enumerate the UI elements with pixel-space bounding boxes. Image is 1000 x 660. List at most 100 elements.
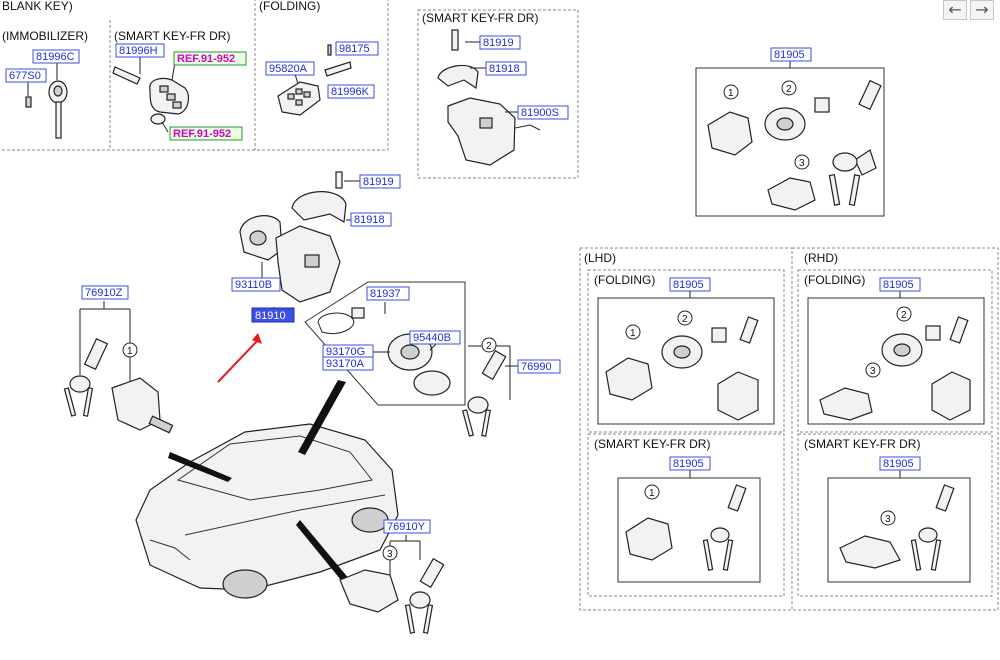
part-label-81905-lhd-folding[interactable]: 81905 bbox=[669, 277, 711, 292]
part-label-81919[interactable]: 81919 bbox=[359, 174, 401, 189]
part-label-81905-top[interactable]: 81905 bbox=[770, 47, 812, 62]
smart-key-fob-drawing bbox=[112, 66, 190, 125]
lhd-folding-box bbox=[597, 297, 775, 425]
key-set-76990-drawing bbox=[461, 349, 507, 437]
part-label-76910y[interactable]: 76910Y bbox=[383, 519, 431, 534]
header-smart-key-right: (SMART KEY-FR DR) bbox=[422, 11, 538, 25]
header-smart-key-top: (SMART KEY-FR DR) bbox=[114, 29, 230, 43]
smart-key-lock-drawing bbox=[437, 29, 541, 166]
part-label-93170a[interactable]: 93170A bbox=[322, 356, 374, 371]
set-81905-drawing bbox=[707, 79, 882, 211]
callout-3-rhd-folding: 3 bbox=[870, 366, 876, 377]
svg-text:81905: 81905 bbox=[774, 49, 805, 61]
lhd-smart-box bbox=[617, 477, 761, 583]
lhd-smart-frame bbox=[587, 433, 785, 597]
svg-text:95440B: 95440B bbox=[413, 332, 451, 344]
part-label-93110b[interactable]: 93110B bbox=[231, 277, 281, 292]
header-lhd-smart: (SMART KEY-FR DR) bbox=[594, 437, 710, 451]
part-label-76910z[interactable]: 76910Z bbox=[81, 285, 129, 300]
forward-arrow-button[interactable]: → bbox=[970, 0, 994, 20]
rhd-smart-box bbox=[827, 477, 971, 583]
pointer-to-rear-lock bbox=[296, 520, 350, 585]
door-lock-left-drawing bbox=[63, 337, 174, 434]
part-label-81918[interactable]: 81918 bbox=[350, 212, 392, 227]
part-label-81910-selected[interactable]: 81910 bbox=[251, 307, 295, 323]
part-label-95820a[interactable]: 95820A bbox=[265, 61, 315, 76]
pointer-to-door bbox=[168, 452, 232, 482]
svg-text:81919: 81919 bbox=[483, 37, 514, 49]
antenna-group-frame bbox=[304, 281, 466, 406]
ignition-switch-drawing bbox=[239, 171, 347, 303]
svg-text:98175: 98175 bbox=[339, 43, 370, 55]
lhd-folding-drawing bbox=[605, 316, 759, 421]
lhd-smart-drawing bbox=[625, 484, 747, 571]
part-label-76990[interactable]: 76990 bbox=[517, 359, 561, 374]
folding-key-drawing bbox=[277, 44, 352, 116]
ref-label-91-952-lower[interactable]: REF.91-952 bbox=[169, 126, 243, 141]
svg-text:677S0: 677S0 bbox=[9, 70, 41, 82]
svg-text:81905: 81905 bbox=[673, 458, 704, 470]
part-label-81905-rhd-folding[interactable]: 81905 bbox=[879, 277, 921, 292]
callout-2-rhd-folding: 2 bbox=[901, 310, 907, 321]
svg-text:81937: 81937 bbox=[370, 288, 401, 300]
svg-text:95820A: 95820A bbox=[269, 63, 308, 75]
part-label-677s0[interactable]: 677S0 bbox=[5, 68, 47, 83]
svg-text:76910Z: 76910Z bbox=[85, 287, 123, 299]
svg-text:93110B: 93110B bbox=[235, 279, 272, 291]
header-rhd-folding: (FOLDING) bbox=[804, 273, 865, 287]
ref-label-91-952-upper[interactable]: REF.91-952 bbox=[173, 51, 247, 66]
svg-text:81996H: 81996H bbox=[119, 45, 158, 57]
part-label-81905-lhd-smart[interactable]: 81905 bbox=[669, 456, 711, 471]
blank-key-drawing bbox=[25, 80, 68, 139]
red-indicator-arrow bbox=[217, 339, 259, 383]
part-label-81996k[interactable]: 81996K bbox=[327, 84, 375, 99]
rhd-folding-box bbox=[807, 297, 985, 425]
lhd-folding-frame bbox=[587, 269, 785, 433]
callout-3-top-right: 3 bbox=[799, 158, 805, 169]
callout-1-top-right: 1 bbox=[728, 88, 734, 99]
svg-text:76910Y: 76910Y bbox=[387, 521, 426, 533]
part-label-95440b[interactable]: 95440B bbox=[409, 330, 461, 345]
pointer-to-ignition bbox=[298, 380, 346, 455]
svg-text:81905: 81905 bbox=[673, 279, 704, 291]
callout-2-lhd-folding: 2 bbox=[682, 314, 688, 325]
part-label-81919-top[interactable]: 81919 bbox=[479, 35, 521, 50]
smart-key-assembly-frame bbox=[417, 9, 579, 179]
svg-text:93170G: 93170G bbox=[326, 346, 365, 358]
svg-text:76990: 76990 bbox=[521, 361, 552, 373]
part-label-81996h[interactable]: 81996H bbox=[115, 43, 165, 58]
callout-3-rhd-smart: 3 bbox=[885, 514, 891, 525]
svg-text:81996K: 81996K bbox=[331, 86, 370, 98]
key-panel-frame bbox=[0, 0, 389, 151]
header-rhd-smart: (SMART KEY-FR DR) bbox=[804, 437, 920, 451]
rhd-folding-drawing bbox=[819, 316, 971, 421]
svg-text:81910: 81910 bbox=[255, 310, 286, 322]
svg-text:81905: 81905 bbox=[883, 279, 914, 291]
rhd-frame bbox=[791, 247, 999, 611]
header-blank-key: BLANK KEY) bbox=[2, 0, 73, 13]
svg-text:81996C: 81996C bbox=[36, 51, 75, 63]
svg-text:REF.91-952: REF.91-952 bbox=[177, 53, 235, 65]
back-arrow-button[interactable]: ← bbox=[943, 0, 967, 20]
callout-1-76910z: 1 bbox=[127, 346, 133, 357]
part-label-81918-top[interactable]: 81918 bbox=[485, 61, 527, 76]
svg-text:81918: 81918 bbox=[354, 214, 385, 226]
rhd-folding-frame bbox=[797, 269, 993, 433]
header-lhd: (LHD) bbox=[584, 251, 616, 265]
rhd-smart-frame bbox=[797, 433, 993, 597]
callout-3-76910y: 3 bbox=[387, 549, 393, 560]
header-rhd: (RHD) bbox=[804, 251, 838, 265]
rear-lock-drawing bbox=[339, 557, 445, 634]
part-label-81996c[interactable]: 81996C bbox=[32, 49, 80, 64]
part-label-81937[interactable]: 81937 bbox=[366, 286, 410, 301]
svg-text:93170A: 93170A bbox=[326, 358, 365, 370]
callout-2-top-right: 2 bbox=[786, 84, 792, 95]
part-label-81905-rhd-smart[interactable]: 81905 bbox=[879, 456, 921, 471]
rhd-smart-drawing bbox=[839, 484, 955, 571]
part-label-93170g[interactable]: 93170G bbox=[322, 344, 374, 359]
part-label-81900s[interactable]: 81900S bbox=[517, 105, 569, 120]
svg-text:81905: 81905 bbox=[883, 458, 914, 470]
part-label-98175[interactable]: 98175 bbox=[335, 41, 379, 56]
